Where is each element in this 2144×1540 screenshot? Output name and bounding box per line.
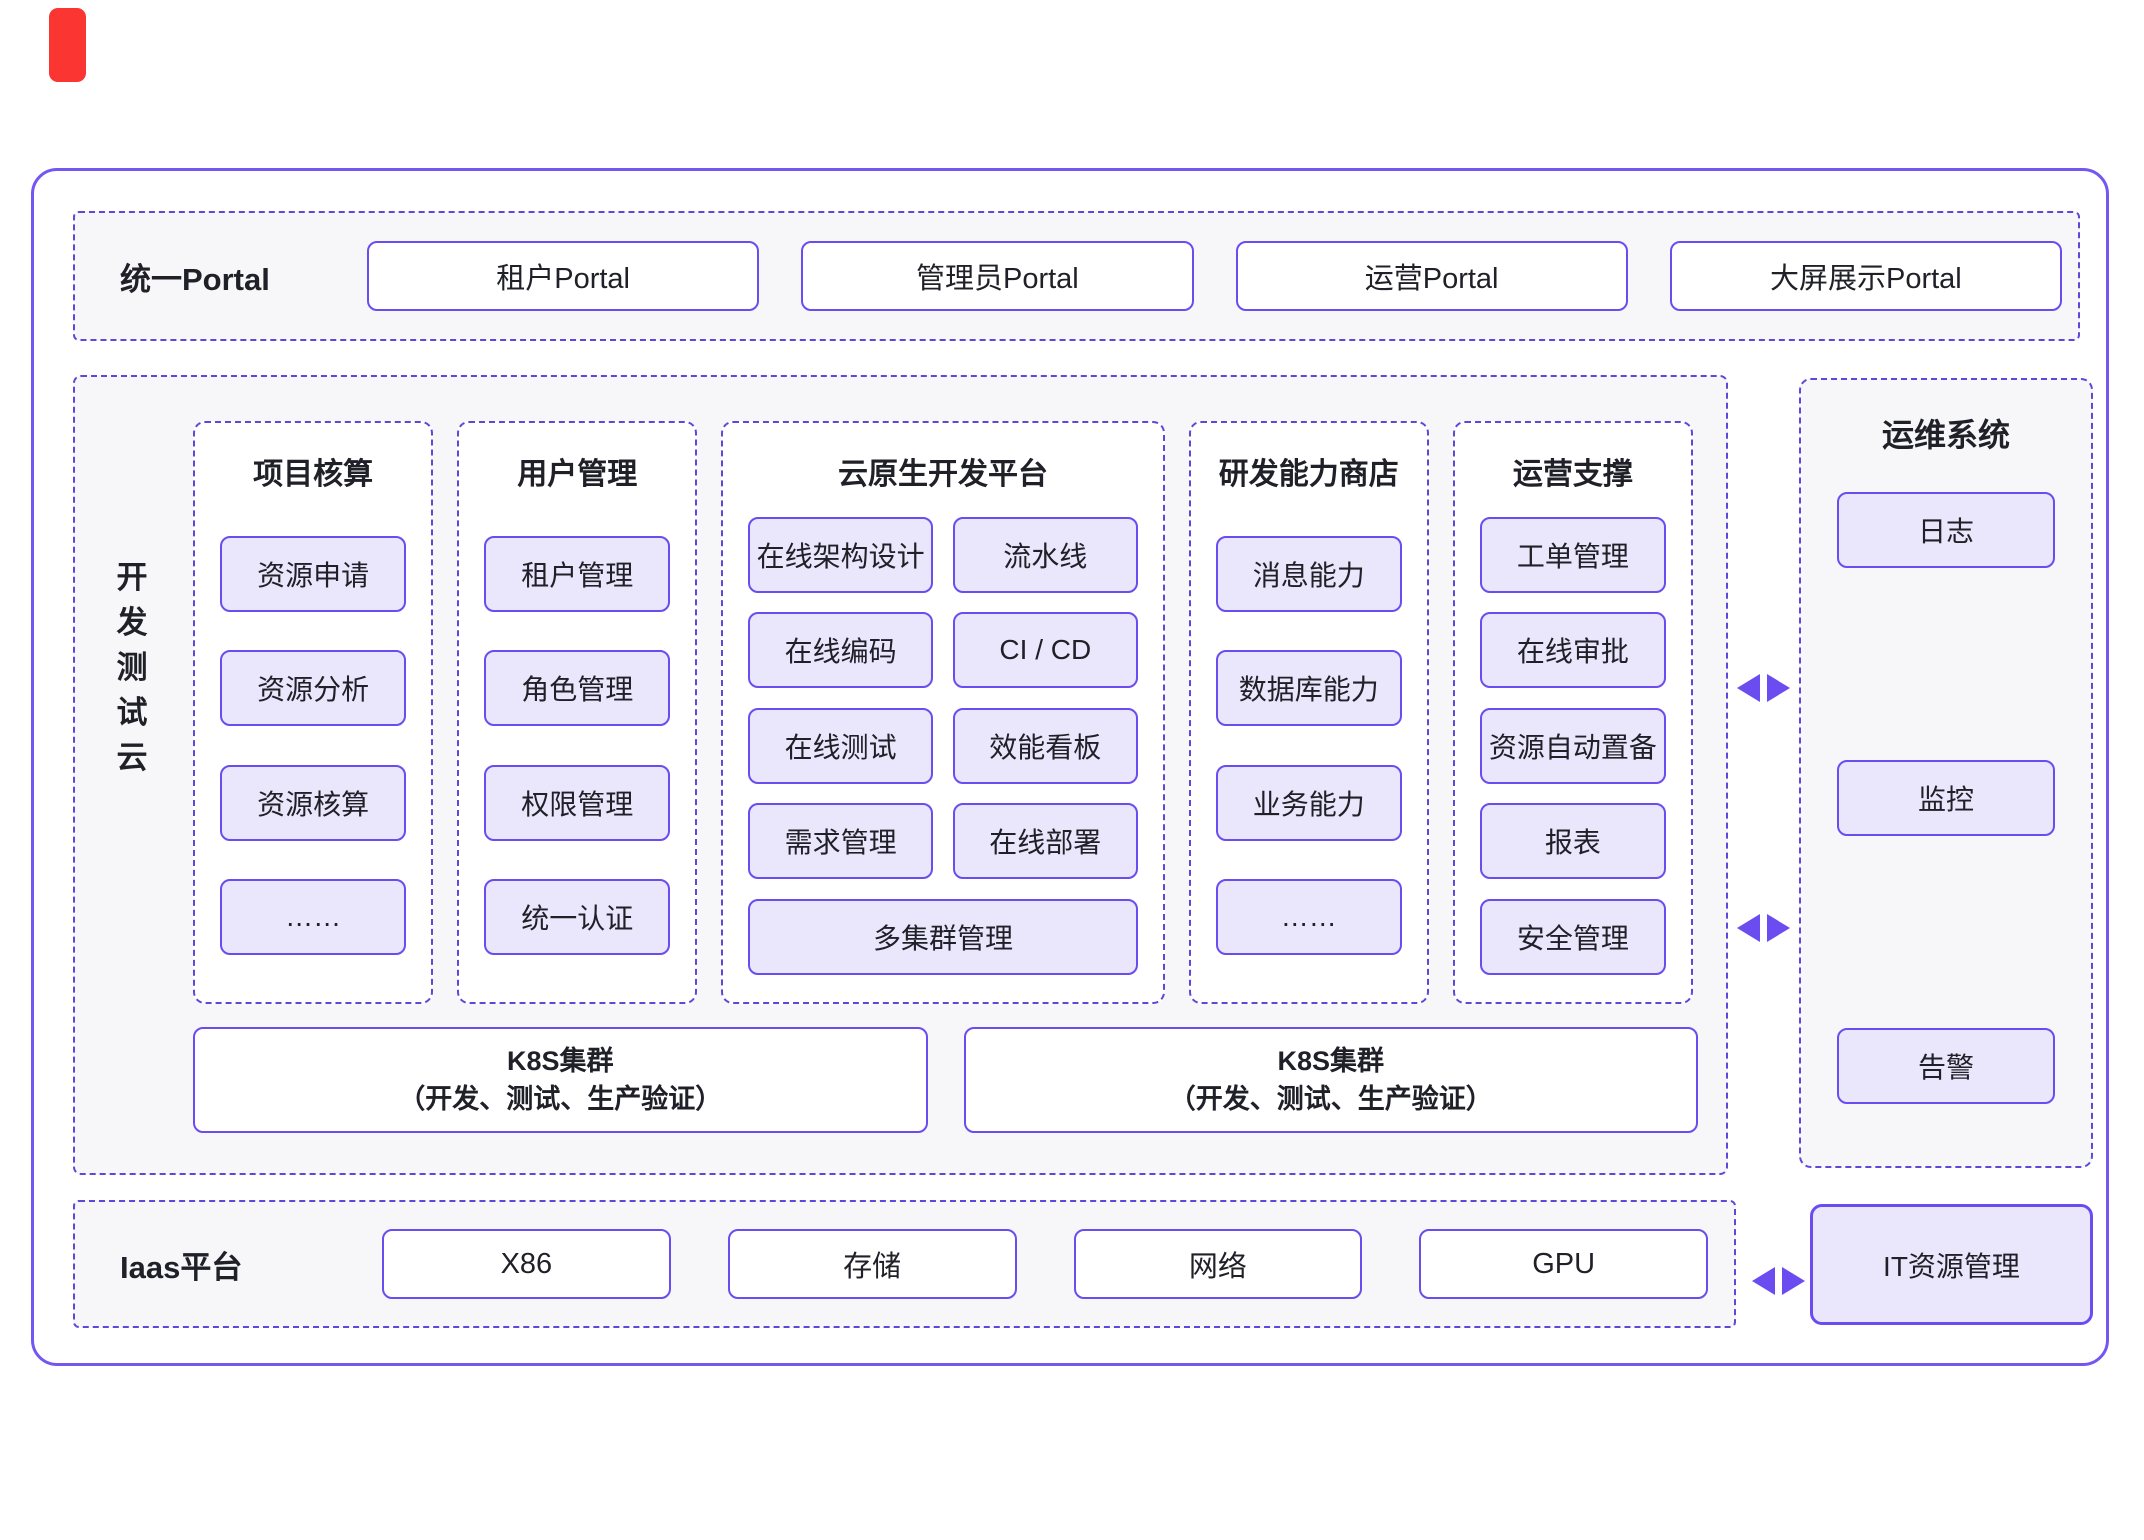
capability-chip: 工单管理 xyxy=(1479,516,1666,593)
unified-portal-section: 统一Portal 租户Portal 管理员Portal 运营Portal 大屏展… xyxy=(73,211,2080,341)
left-arrow-icon xyxy=(1737,914,1760,942)
iaas-box-network: 网络 xyxy=(1073,1229,1363,1299)
column-title: 项目核算 xyxy=(253,458,374,491)
ops-system-panel: 运维系统 日志 监控 告警 xyxy=(1799,378,2093,1168)
column-body: 资源申请 资源分析 资源核算 …… xyxy=(195,493,431,1002)
column-title: 云原生开发平台 xyxy=(837,458,1048,491)
ops-chip-alert: 告警 xyxy=(1837,1028,2055,1104)
it-resource-management-box: IT资源管理 xyxy=(1810,1204,2093,1325)
column-body: 工单管理 在线审批 资源自动置备 报表 安全管理 xyxy=(1455,493,1691,1002)
sync-arrows-top xyxy=(1737,674,1790,702)
column-body: 租户管理 角色管理 权限管理 统一认证 xyxy=(459,493,695,1002)
capability-columns: 项目核算 资源申请 资源分析 资源核算 …… 用户管理 租户管理 角色管理 权限… xyxy=(193,421,1693,1004)
unified-portal-label: 统一Portal xyxy=(120,261,270,297)
ops-system-body: 日志 监控 告警 xyxy=(1801,456,2091,1166)
k8s-cluster-row: K8S集群 （开发、测试、生产验证） K8S集群 （开发、测试、生产验证） xyxy=(193,1027,1698,1133)
capability-chip: 租户管理 xyxy=(484,535,671,612)
right-arrow-icon xyxy=(1767,914,1790,942)
capability-chip: 业务能力 xyxy=(1215,764,1402,841)
capability-chip: 在线编码 xyxy=(748,612,933,688)
right-arrow-icon xyxy=(1782,1267,1805,1295)
capability-chip-ellipsis: …… xyxy=(220,879,407,956)
column-user-management: 用户管理 租户管理 角色管理 权限管理 统一认证 xyxy=(457,421,698,1004)
sync-arrows-iaas xyxy=(1752,1267,1805,1295)
column-body: 消息能力 数据库能力 业务能力 …… xyxy=(1191,493,1427,1002)
column-project-accounting: 项目核算 资源申请 资源分析 资源核算 …… xyxy=(193,421,434,1004)
capability-chip: 在线架构设计 xyxy=(748,516,933,593)
capability-chip: 安全管理 xyxy=(1479,898,1666,975)
column-title: 用户管理 xyxy=(517,458,638,491)
iaas-box-storage: 存储 xyxy=(727,1229,1017,1299)
capability-chip: 在线审批 xyxy=(1479,612,1666,688)
sync-arrows-bottom xyxy=(1737,914,1790,942)
tenant-portal-box: 租户Portal xyxy=(367,241,760,311)
capability-chip: 在线测试 xyxy=(748,707,933,784)
ops-chip-log: 日志 xyxy=(1837,492,2055,568)
capability-chip: 统一认证 xyxy=(484,879,671,956)
bigscreen-portal-box: 大屏展示Portal xyxy=(1669,241,2062,311)
column-rd-capability-store: 研发能力商店 消息能力 数据库能力 业务能力 …… xyxy=(1188,421,1429,1004)
capability-chip-multicluster: 多集群管理 xyxy=(748,898,1138,975)
admin-portal-box: 管理员Portal xyxy=(801,241,1194,311)
column-cloud-native-platform: 云原生开发平台 在线架构设计 流水线 在线编码 CI / CD 在线测试 效能看… xyxy=(721,421,1165,1004)
left-arrow-icon xyxy=(1752,1267,1775,1295)
capability-chip-ellipsis: …… xyxy=(1215,879,1402,956)
capability-chip: 资源分析 xyxy=(220,650,407,727)
column-title: 运营支撑 xyxy=(1512,458,1633,491)
left-arrow-icon xyxy=(1737,674,1760,702)
capability-chip: 资源自动置备 xyxy=(1479,707,1666,784)
k8s-cluster-subtitle: （开发、测试、生产验证） xyxy=(398,1084,723,1114)
k8s-cluster-title: K8S集群 xyxy=(1277,1046,1385,1076)
ops-system-title: 运维系统 xyxy=(1881,417,2010,453)
capability-chip: 消息能力 xyxy=(1215,535,1402,612)
capability-chip: 报表 xyxy=(1479,803,1666,879)
k8s-cluster-subtitle: （开发、测试、生产验证） xyxy=(1168,1084,1493,1114)
capability-chip: 效能看板 xyxy=(952,707,1138,784)
red-marker-badge xyxy=(49,8,86,82)
capability-chip: 资源申请 xyxy=(220,535,407,612)
k8s-cluster-title: K8S集群 xyxy=(506,1046,614,1076)
platform-container: 统一Portal 租户Portal 管理员Portal 运营Portal 大屏展… xyxy=(31,168,2109,1366)
iaas-box-gpu: GPU xyxy=(1419,1229,1708,1299)
capability-chip: 资源核算 xyxy=(220,764,407,841)
capability-chip: 流水线 xyxy=(952,516,1138,593)
dev-test-cloud-label: 开发测试云 xyxy=(116,560,148,775)
capability-chip: 需求管理 xyxy=(748,803,933,879)
capability-chip: 角色管理 xyxy=(484,650,671,727)
capability-chip: CI / CD xyxy=(952,612,1138,688)
capability-chip: 数据库能力 xyxy=(1215,650,1402,727)
dev-test-cloud-section: 开发测试云 项目核算 资源申请 资源分析 资源核算 …… 用户管理 租户管理 xyxy=(73,375,1728,1175)
k8s-cluster-box-1: K8S集群 （开发、测试、生产验证） xyxy=(193,1027,928,1133)
ops-chip-monitor: 监控 xyxy=(1837,760,2055,836)
column-body: 在线架构设计 流水线 在线编码 CI / CD 在线测试 效能看板 需求管理 在… xyxy=(723,493,1162,1002)
iaas-box-x86: X86 xyxy=(382,1229,671,1299)
column-operation-support: 运营支撑 工单管理 在线审批 资源自动置备 报表 安全管理 xyxy=(1452,421,1693,1004)
iaas-platform-label: Iaas平台 xyxy=(120,1249,243,1285)
right-arrow-icon xyxy=(1767,674,1790,702)
capability-chip: 权限管理 xyxy=(484,764,671,841)
column-title: 研发能力商店 xyxy=(1218,458,1399,491)
iaas-platform-section: Iaas平台 X86 存储 网络 GPU xyxy=(73,1200,1736,1328)
operation-portal-box: 运营Portal xyxy=(1235,241,1628,311)
k8s-cluster-box-2: K8S集群 （开发、测试、生产验证） xyxy=(963,1027,1698,1133)
capability-chip: 在线部署 xyxy=(952,803,1138,879)
